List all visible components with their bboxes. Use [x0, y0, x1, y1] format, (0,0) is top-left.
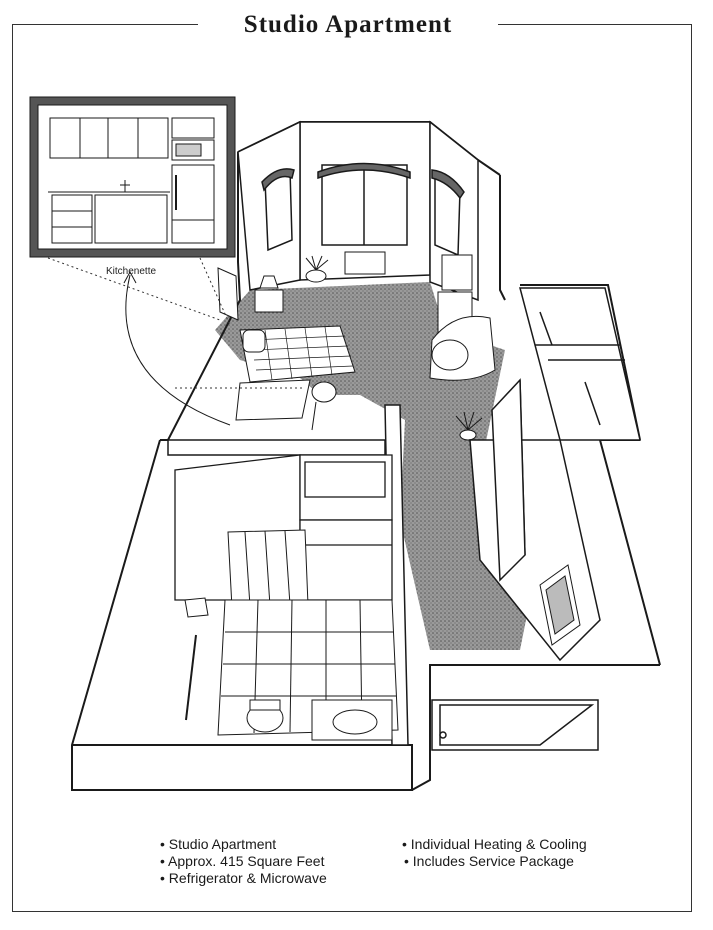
- kitchenette-label: Kitchenette: [106, 266, 156, 277]
- kitchenette-inset: Kitchenette: [29, 96, 236, 277]
- toilet: [246, 699, 284, 733]
- shower-curtain: [227, 529, 309, 609]
- towel-bar: [184, 597, 209, 721]
- feature-item: Studio Apartment: [160, 836, 327, 853]
- upper-cabinets: [49, 117, 169, 159]
- armchair: [429, 315, 496, 381]
- lower-cabinets: [51, 194, 93, 244]
- left-wall: [237, 120, 301, 291]
- direction-arrow: [125, 274, 231, 426]
- desk: [235, 379, 337, 431]
- refrigerator-icon: [171, 164, 215, 244]
- feature-item: Individual Heating & Cooling: [402, 836, 587, 853]
- closet-shelves: [519, 287, 641, 441]
- left-wall-picture: [217, 267, 239, 321]
- plant-icon: [305, 255, 329, 283]
- heater-unit: [344, 251, 386, 275]
- bed: [239, 325, 356, 383]
- floor-plant-icon: [455, 411, 483, 441]
- feature-item: Refrigerator & Microwave: [160, 870, 327, 887]
- features-right-list: Individual Heating & Cooling Includes Se…: [402, 836, 587, 870]
- leader-lines: [47, 257, 305, 389]
- feature-item: Includes Service Package: [404, 853, 587, 870]
- features-left-list: Studio Apartment Approx. 415 Square Feet…: [160, 836, 327, 887]
- feature-item: Approx. 415 Square Feet: [160, 853, 327, 870]
- lamp-icon: [254, 275, 284, 313]
- page-title: Studio Apartment: [198, 8, 498, 42]
- sink: [311, 699, 393, 741]
- wall-picture: [539, 564, 581, 646]
- entry-door: [431, 699, 599, 751]
